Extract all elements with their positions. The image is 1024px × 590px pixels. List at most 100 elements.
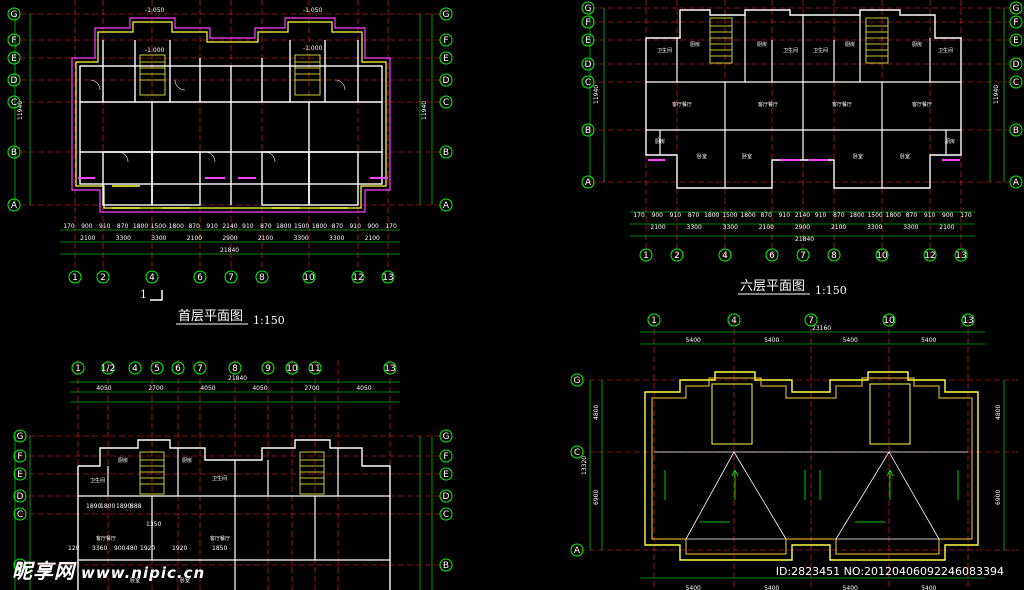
axis-bubble-circle: [923, 248, 937, 262]
roof-slope-arrows: [664, 469, 959, 523]
svg-text:厨房: 厨房: [182, 457, 192, 464]
axis-bubble-circle: [875, 248, 889, 262]
axis-bubble-circle: [7, 145, 21, 159]
dimension-label: 870: [760, 212, 772, 219]
axis-label: E: [11, 54, 17, 64]
dimension-label: 3300: [903, 224, 918, 231]
axis-bubble: B: [13, 558, 27, 572]
typical-dim-lines: [14, 381, 433, 590]
sixth-walls: [646, 15, 961, 188]
axis-bubble: 6: [171, 361, 185, 375]
axis-label: 7: [228, 273, 234, 283]
dimension-label: 870: [906, 212, 918, 219]
axis-bubble: G: [439, 7, 453, 21]
axis-label: 4: [731, 316, 737, 326]
axis-label: 11: [309, 364, 320, 374]
axis-bubble: C: [570, 445, 584, 459]
roof-side-1: 4800: [593, 405, 600, 420]
dimension-label: 170: [960, 212, 972, 219]
axis-bubble-circle: [13, 467, 27, 481]
axis-bubble: 6: [193, 270, 207, 284]
axis-label: 4: [132, 364, 138, 374]
axis-label: D: [11, 76, 18, 86]
axis-bubble: 10: [875, 248, 889, 262]
axis-bubble-circle: [68, 270, 82, 284]
axis-label: C: [443, 98, 449, 108]
svg-text:客厅餐厅: 客厅餐厅: [210, 535, 230, 542]
axis-bubble: 13: [954, 248, 968, 262]
sixth-title: 六层平面图: [740, 279, 805, 294]
axis-label: 12: [352, 273, 363, 283]
axis-label: A: [443, 201, 450, 211]
axis-label: 1: [643, 251, 649, 261]
axis-label: 10: [303, 273, 315, 283]
axis-bubble-circle: [1009, 1, 1023, 15]
axis-bubble-circle: [796, 248, 810, 262]
watermark-brand: 昵享网: [12, 559, 75, 583]
axis-bubble-circle: [718, 248, 732, 262]
axis-bubble-circle: [581, 33, 595, 47]
axis-label: F: [11, 36, 16, 46]
dimension-label: 1800: [312, 223, 327, 230]
axis-bubble: 10: [882, 313, 896, 327]
axis-label: C: [585, 78, 591, 88]
axis-bubble: 7: [224, 270, 238, 284]
dimension-label: 170: [633, 212, 645, 219]
axis-label: G: [17, 432, 24, 442]
axis-bubble: A: [1009, 175, 1023, 189]
roof-stair-boxes: [711, 383, 911, 445]
svg-text:客厅餐厅: 客厅餐厅: [832, 101, 852, 108]
dimension-label: 910: [924, 212, 936, 219]
axis-bubble-circle: [961, 313, 975, 327]
axis-bubble-circle: [13, 429, 27, 443]
axis-label: C: [11, 98, 17, 108]
axis-bubble-circle: [639, 248, 653, 262]
axis-bubble-circle: [383, 361, 397, 375]
axis-label: 13: [382, 273, 393, 283]
dimension-label: 3300: [687, 224, 702, 231]
axis-label: 8: [259, 273, 265, 283]
dimension-label: 3300: [867, 224, 882, 231]
axis-label: E: [443, 54, 449, 64]
room-dimension: 888: [130, 503, 142, 510]
axis-bubble: E: [13, 467, 27, 481]
axis-bubble: 13: [381, 270, 395, 284]
axis-bubble-circle: [647, 313, 661, 327]
axis-bubble: D: [1009, 57, 1023, 71]
axis-label: 1: [651, 316, 657, 326]
axis-bubble-circle: [439, 507, 453, 521]
dimension-label: 4050: [200, 385, 215, 392]
axis-bubble: G: [13, 429, 27, 443]
svg-text:厨房: 厨房: [845, 41, 855, 48]
room-dimension: 1800: [100, 503, 115, 510]
axis-bubble: 4: [128, 361, 142, 375]
ground-level-3: -1.000: [145, 47, 165, 54]
axis-bubble: C: [1009, 75, 1023, 89]
svg-text:客厅餐厅: 客厅餐厅: [912, 101, 932, 108]
axis-bubble-circle: [308, 361, 322, 375]
axis-bubble: F: [581, 15, 595, 29]
axis-bubble: B: [1009, 123, 1023, 137]
dimension-label: 170: [385, 223, 397, 230]
room-dimension: 1350: [146, 521, 161, 528]
dimension-label: 5400: [843, 585, 858, 590]
axis-bubble-circle: [439, 489, 453, 503]
typical-room-labels: 厨房 卫生间 卫生间 厨房 客厅餐厅 客厅餐厅 卧室 卧室: [90, 457, 230, 584]
axis-bubble-circle: [954, 248, 968, 262]
axis-bubble-circle: [439, 198, 453, 212]
dimension-label: 3300: [329, 235, 344, 242]
sixth-outline: [645, 9, 962, 189]
axis-bubble: 12: [351, 270, 365, 284]
roof-total: 23160: [812, 325, 831, 332]
axis-bubble: 8: [827, 248, 841, 262]
roof-ridges: [654, 451, 968, 540]
axis-label: 13: [955, 251, 966, 261]
sixth-side-total-right: 11940: [993, 85, 1000, 104]
axis-bubble-circle: [570, 373, 584, 387]
ground-level-4: -1.000: [303, 45, 323, 52]
svg-text:厨房: 厨房: [118, 457, 128, 464]
axis-label: F: [17, 452, 22, 462]
